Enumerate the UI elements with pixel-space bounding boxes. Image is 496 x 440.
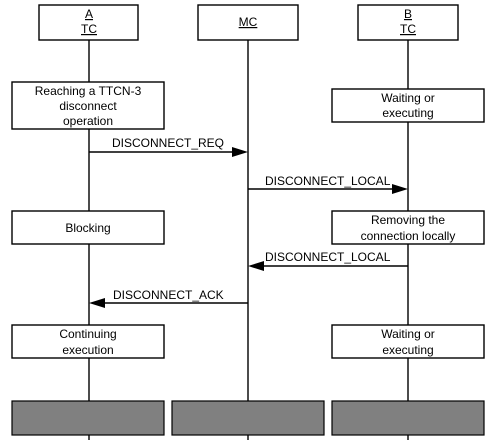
action-box-waiting-executing-2: Waiting or executing: [331, 324, 485, 359]
terminator-b-tc: [331, 400, 485, 436]
message-label: DISCONNECT_REQ: [112, 136, 224, 150]
action-text-line: operation: [63, 114, 113, 128]
instance-a-name: A: [85, 7, 93, 21]
instance-b-name: B: [404, 7, 412, 21]
action-text-line: executing: [382, 106, 433, 120]
arrowhead-right: [392, 184, 408, 194]
instance-b-tc: B TC: [357, 4, 459, 41]
arrowhead-left: [89, 298, 105, 308]
instance-mc: MC: [197, 4, 299, 41]
instance-mc-name: MC: [239, 15, 258, 29]
action-text-line: connection locally: [361, 229, 456, 243]
arrowhead-left: [248, 261, 264, 271]
action-box-blocking: Blocking: [11, 210, 165, 245]
action-text-line: Continuing: [59, 327, 116, 341]
action-text-line: disconnect: [59, 99, 117, 113]
instance-a-type: TC: [81, 22, 97, 36]
message-label: DISCONNECT_LOCAL: [265, 250, 391, 264]
action-text-line: Removing the: [371, 213, 445, 227]
action-box-removing-connection: Removing the connection locally: [331, 210, 485, 245]
message-disconnect-local-1: DISCONNECT_LOCAL: [248, 174, 408, 194]
message-disconnect-ack: DISCONNECT_ACK: [89, 288, 248, 308]
terminator-a-tc: [11, 400, 165, 436]
action-text-line: Blocking: [65, 221, 110, 235]
action-box-continuing-execution: Continuing execution: [11, 324, 165, 359]
action-text-line: executing: [382, 343, 433, 357]
action-text-line: Reaching a TTCN-3: [35, 84, 142, 98]
terminator-mc: [171, 400, 325, 436]
arrowhead-right: [232, 147, 248, 157]
action-text-line: execution: [62, 343, 113, 357]
action-text-line: Waiting or: [381, 91, 435, 105]
instance-b-type: TC: [400, 22, 416, 36]
action-box-reaching-disconnect: Reaching a TTCN-3 disconnect operation: [11, 81, 165, 130]
message-label: DISCONNECT_LOCAL: [265, 174, 391, 188]
action-text-line: Waiting or: [381, 327, 435, 341]
message-disconnect-local-2: DISCONNECT_LOCAL: [248, 250, 408, 271]
message-label: DISCONNECT_ACK: [113, 288, 224, 302]
message-disconnect-req: DISCONNECT_REQ: [89, 136, 248, 157]
instance-a-tc: A TC: [38, 4, 139, 41]
action-box-waiting-executing-1: Waiting or executing: [331, 88, 485, 123]
